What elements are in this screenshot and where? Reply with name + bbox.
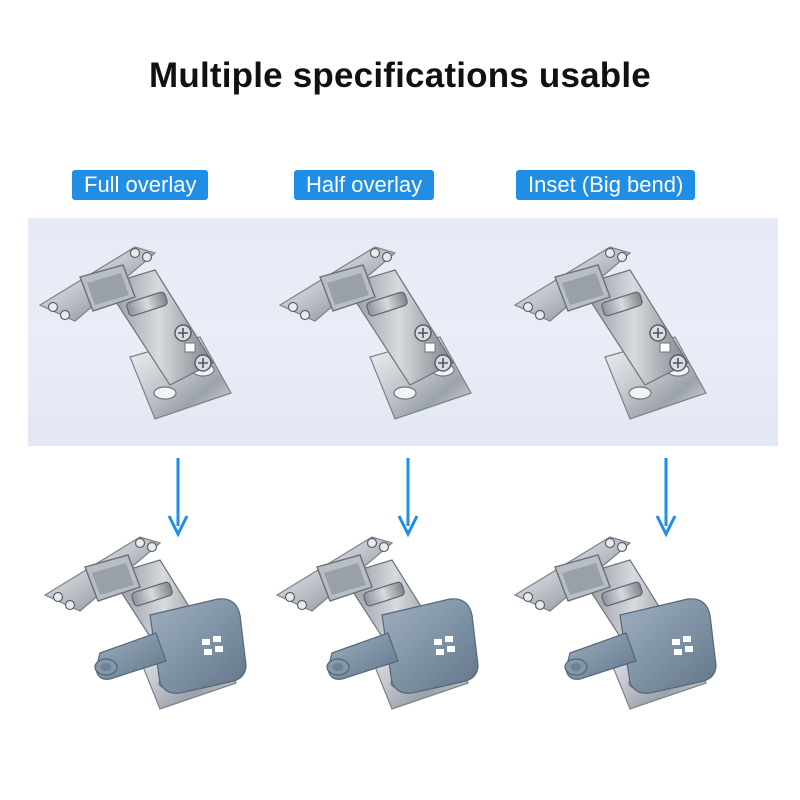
label-full-overlay: Full overlay xyxy=(72,170,209,200)
page-title: Multiple specifications usable xyxy=(149,56,651,95)
hinge-led-inset-big-bend xyxy=(510,515,740,730)
hinge-inset-big-bend xyxy=(514,246,707,420)
arrow-down-icon xyxy=(397,458,419,538)
hinge-led-half-overlay xyxy=(272,515,502,730)
arrow-down-icon xyxy=(167,458,189,538)
hinge-led-full-overlay xyxy=(40,515,270,730)
arrow-down-icon xyxy=(655,458,677,538)
label-half-overlay: Half overlay xyxy=(294,170,435,200)
hinge-full-overlay xyxy=(39,246,232,420)
label-inset-big-bend: Inset (Big bend) xyxy=(516,170,696,200)
hinge-half-overlay xyxy=(279,246,472,420)
